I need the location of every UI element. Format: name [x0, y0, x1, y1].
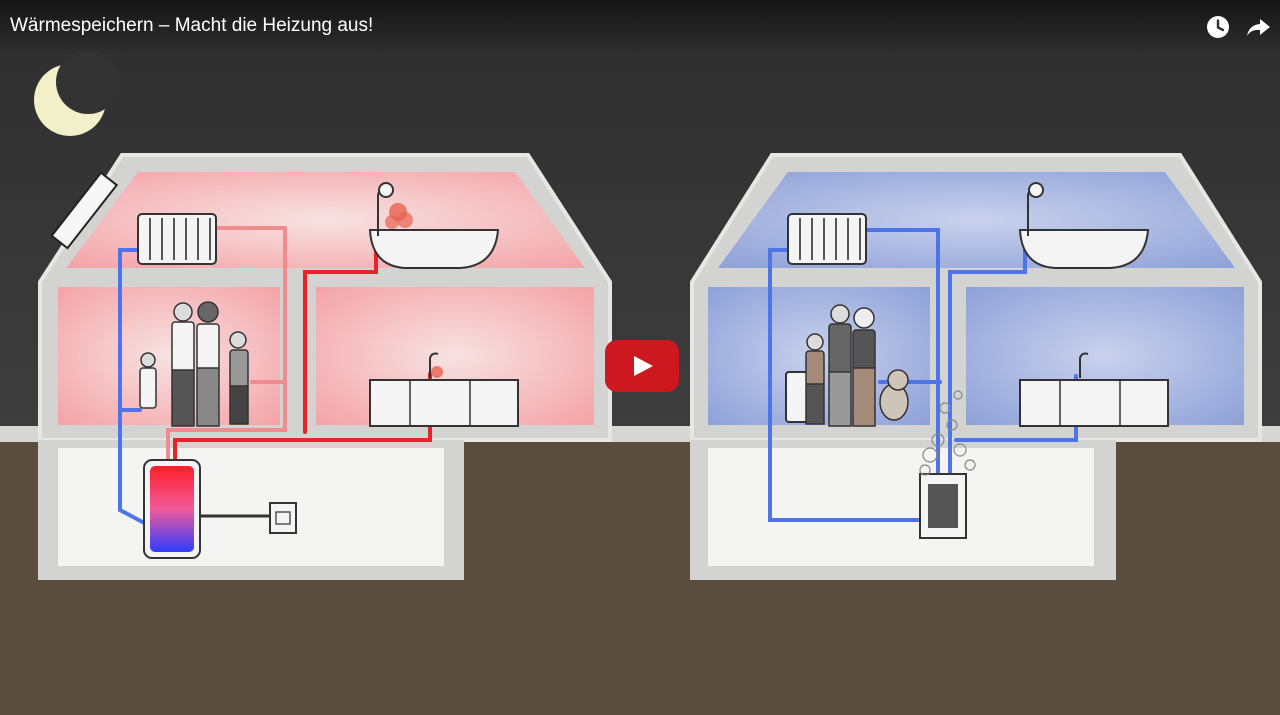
warm-kitchen-counter	[369, 352, 519, 427]
video-title[interactable]: Wärmespeichern – Macht die Heizung aus!	[10, 15, 374, 36]
moon-icon	[34, 50, 120, 136]
play-button[interactable]	[605, 340, 679, 392]
warm-radiator-attic	[137, 213, 217, 265]
warm-bathtub	[368, 182, 500, 269]
warm-house	[38, 153, 612, 580]
warm-basement-room	[58, 448, 444, 566]
boiler-furnace	[919, 390, 976, 539]
title-bar: Wärmespeichern – Macht die Heizung aus!	[0, 0, 1280, 56]
watch-later-button[interactable]	[1204, 13, 1232, 41]
hot-water-tank	[143, 459, 201, 559]
play-triangle-icon	[634, 356, 653, 376]
cold-kitchen-counter	[1019, 352, 1169, 427]
share-button[interactable]	[1244, 13, 1272, 41]
cold-basement-room	[708, 448, 1094, 566]
share-arrow-icon	[1247, 19, 1270, 36]
cold-family-figures	[805, 304, 909, 427]
cold-house-pipes	[768, 228, 1078, 522]
solar-panel	[50, 171, 119, 250]
cold-bathtub	[1018, 182, 1150, 269]
warm-family-figures	[139, 301, 249, 427]
wall-controller	[269, 502, 297, 534]
clock-icon	[1207, 16, 1229, 38]
cold-radiator-attic	[787, 213, 867, 265]
